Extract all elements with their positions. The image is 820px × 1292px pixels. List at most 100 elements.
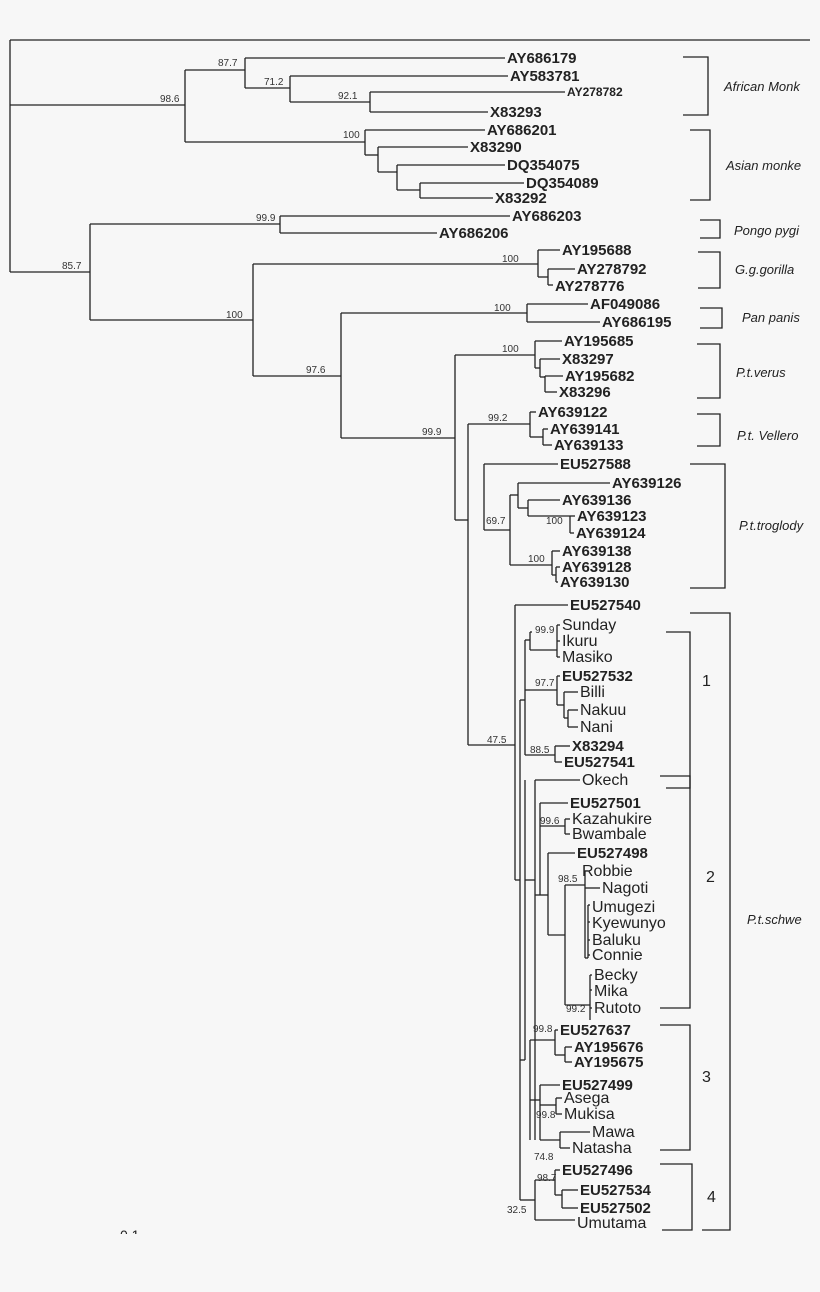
bootstrap-value: 100 — [494, 303, 511, 314]
leaf-label: Billi — [580, 684, 605, 701]
leaf-label: AY639136 — [562, 492, 632, 509]
leaf-label: EU527637 — [560, 1022, 631, 1039]
leaf-label: Connie — [592, 947, 643, 964]
leaf-label: X83293 — [490, 104, 542, 121]
group-labels: African Monk Asian monke Pongo pygi G.g.… — [723, 79, 805, 927]
leaf-label: Okech — [582, 772, 628, 789]
group-label-troglodytes: P.t.troglody — [739, 518, 805, 533]
leaf-label: AY278782 — [567, 85, 623, 99]
leaf-label: X83294 — [572, 738, 624, 755]
leaf-label: X83290 — [470, 139, 522, 156]
group-label-pan-paniscus: Pan panis — [742, 310, 800, 325]
bootstrap-value: 32.5 — [507, 1205, 527, 1216]
bootstrap-value: 100 — [343, 130, 360, 141]
bootstrap-value: 99.2 — [488, 413, 508, 424]
bootstrap-value: 99.6 — [540, 816, 560, 827]
leaf-label: X83297 — [562, 351, 614, 368]
leaf-label: EU527532 — [562, 668, 633, 685]
clade-number: 3 — [702, 1069, 711, 1086]
leaf-label: AY639126 — [612, 475, 682, 492]
leaf-label: Nani — [580, 719, 613, 736]
leaf-label: AY195685 — [564, 333, 634, 350]
leaf-label: AY639141 — [550, 421, 620, 438]
clade-number: 4 — [707, 1189, 716, 1206]
leaf-label: AY686203 — [512, 208, 582, 225]
leaf-label: EU527502 — [580, 1200, 651, 1217]
leaf-label: DQ354075 — [507, 157, 580, 174]
bootstrap-value: 87.7 — [218, 58, 238, 69]
bootstrap-value: 100 — [502, 254, 519, 265]
bootstrap-value: 85.7 — [62, 261, 82, 272]
leaf-label: Mawa — [592, 1124, 635, 1141]
leaf-label: Robbie — [582, 863, 633, 880]
leaf-label: AY278776 — [555, 278, 625, 295]
leaf-label: AY639133 — [554, 437, 624, 454]
bootstrap-value: 74.8 — [534, 1152, 554, 1163]
leaf-label: EU527501 — [570, 795, 641, 812]
leaf-label: EU527540 — [570, 597, 641, 614]
leaf-label: Nakuu — [580, 702, 626, 719]
group-label-gorilla: G.g.gorilla — [735, 262, 794, 277]
group-label-schweinfurthii: P.t.schwe — [747, 912, 802, 927]
bootstrap-values: 87.7 71.2 92.1 98.6 100 99.9 85.7 100 10… — [62, 58, 586, 1216]
leaf-label: Mika — [594, 983, 628, 1000]
tree-branches — [9, 40, 610, 1221]
bootstrap-value: 98.6 — [160, 94, 180, 105]
bootstrap-value: 99.8 — [533, 1024, 553, 1035]
leaf-label: EU527588 — [560, 456, 631, 473]
bracket — [698, 251, 721, 289]
leaf-label: Asega — [564, 1090, 609, 1107]
bracket — [700, 307, 723, 329]
leaf-label: X83296 — [559, 384, 611, 401]
leaf-label: AY195676 — [574, 1039, 644, 1056]
bootstrap-value: 100 — [528, 554, 545, 565]
leaf-label: Becky — [594, 967, 638, 984]
bootstrap-value: 69.7 — [486, 516, 506, 527]
bootstrap-value: 92.1 — [338, 91, 358, 102]
leaf-label: X83292 — [495, 190, 547, 207]
bootstrap-value: 99.2 — [566, 1004, 586, 1015]
leaf-label: Baluku — [592, 932, 641, 949]
leaf-label: AY686179 — [507, 50, 577, 67]
bracket — [666, 631, 691, 789]
bracket — [700, 219, 721, 239]
bracket — [690, 129, 711, 201]
clade-numbers: 1 2 3 4 — [702, 673, 716, 1206]
leaf-label: Umugezi — [592, 899, 655, 916]
bracket — [690, 612, 731, 1231]
leaf-label: EU527541 — [564, 754, 635, 771]
bootstrap-value: 100 — [546, 516, 563, 527]
leaf-label: AY686195 — [602, 314, 672, 331]
bracket — [660, 775, 691, 1009]
leaf-label: AY639122 — [538, 404, 608, 421]
group-label-african-monkeys: African Monk — [723, 79, 801, 94]
bootstrap-value: 88.5 — [530, 745, 550, 756]
leaf-label: Kazahukire — [572, 811, 652, 828]
leaf-label: AY195688 — [562, 242, 632, 259]
leaf-label: AY639130 — [560, 574, 630, 591]
crop-mask — [0, 1234, 820, 1292]
bootstrap-value: 98.5 — [558, 874, 578, 885]
bootstrap-value: 99.9 — [535, 625, 555, 636]
clade-number: 2 — [706, 869, 715, 886]
bracket — [660, 1024, 691, 1151]
bootstrap-value: 47.5 — [487, 735, 507, 746]
leaf-label: AY639124 — [576, 525, 646, 542]
bracket — [660, 1163, 693, 1231]
leaf-label: EU527499 — [562, 1077, 633, 1094]
leaf-label: AY639128 — [562, 559, 632, 576]
bracket — [697, 413, 721, 447]
bootstrap-value: 99.9 — [256, 213, 276, 224]
leaf-label: Natasha — [572, 1140, 632, 1157]
leaf-labels: AY686179 AY583781 AY278782 X83293 AY6862… — [439, 50, 682, 1232]
bracket — [683, 56, 709, 116]
leaf-label: Rutoto — [594, 1000, 641, 1017]
leaf-label: AY278792 — [577, 261, 647, 278]
leaf-label: AY686206 — [439, 225, 509, 242]
leaf-label: Sunday — [562, 617, 616, 634]
leaf-label: Nagoti — [602, 880, 648, 897]
leaf-label: EU527534 — [580, 1182, 652, 1199]
leaf-label: Ikuru — [562, 633, 598, 650]
leaf-label: Umutama — [577, 1215, 646, 1232]
